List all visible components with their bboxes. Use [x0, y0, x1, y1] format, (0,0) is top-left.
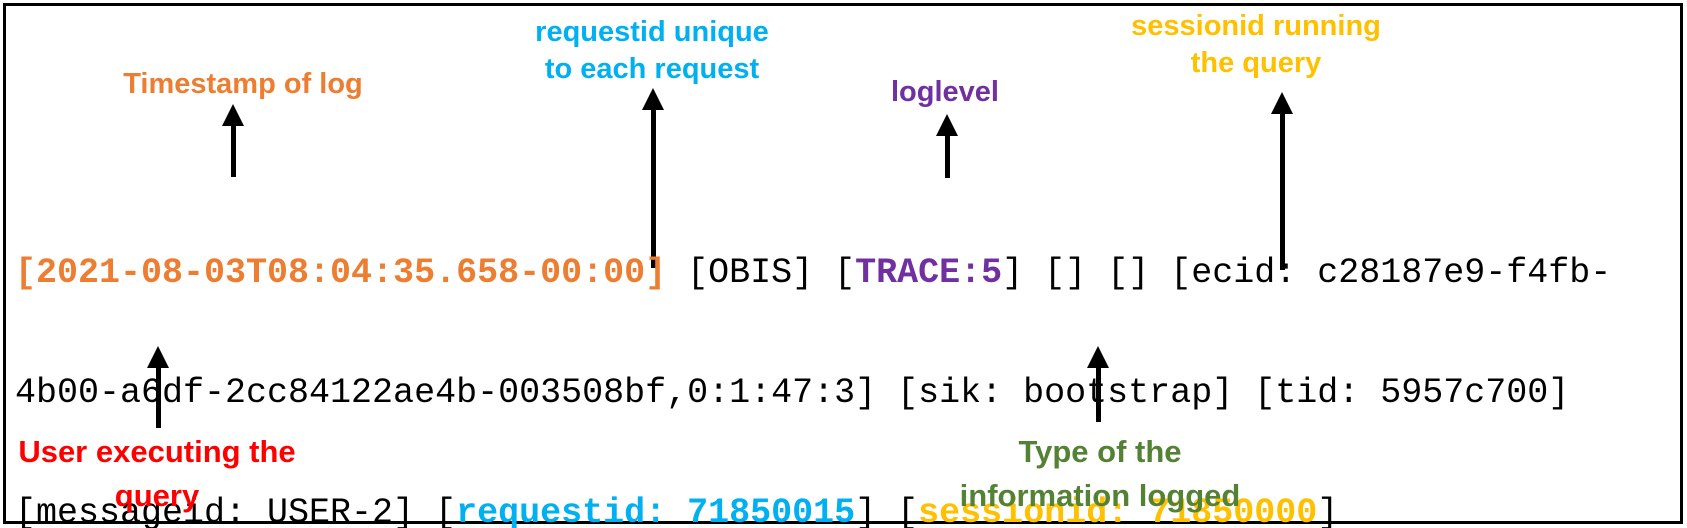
log-segment-ecid-sik-tid: 4b00-a6df-2cc84122ae4b-003508bf,0:1:47:3…	[15, 373, 1570, 413]
requestid-label-line2: to each request	[544, 53, 760, 85]
loglevel-label: loglevel	[891, 76, 999, 108]
arrow-shaft	[944, 132, 950, 178]
username-label: User executing the query	[18, 430, 295, 518]
timestamp-label: Timestamp of log	[123, 68, 363, 100]
requestid-label-line1: requestid unique	[535, 16, 769, 48]
log-segment-bracket: ]	[1317, 493, 1339, 528]
arrow-shaft	[155, 364, 161, 428]
log-segment-timestamp: [2021-08-03T08:04:35.658-00:00]	[15, 253, 667, 293]
requestid-label: requestid unique to each request	[535, 14, 769, 88]
arrow-shaft	[650, 106, 656, 268]
username-label-line2: query	[114, 478, 200, 513]
type-label-line1: Type of the	[1018, 434, 1182, 469]
arrow-head-icon	[642, 88, 664, 110]
sessionid-label-line2: the query	[1190, 47, 1322, 79]
log-segment-separator: ] [	[855, 493, 919, 528]
arrow-shaft	[1095, 364, 1101, 422]
log-segment-component: [OBIS] [	[666, 253, 856, 293]
log-line-2: 4b00-a6df-2cc84122ae4b-003508bf,0:1:47:3…	[15, 373, 1632, 413]
arrow-head-icon	[936, 114, 958, 136]
log-line-1: [2021-08-03T08:04:35.658-00:00] [OBIS] […	[15, 253, 1632, 293]
log-line-3: [messageid: USER-2] [requestid: 71850015…	[15, 493, 1632, 528]
sessionid-label-line1: sessionid running	[1131, 10, 1381, 42]
log-segment-messageid: [messageid: USER-2] [	[15, 493, 457, 528]
arrow-head-icon	[1087, 346, 1109, 368]
arrow-head-icon	[222, 104, 244, 126]
arrow-head-icon	[1271, 92, 1293, 114]
log-segment-loglevel: TRACE:5	[855, 253, 1003, 293]
log-segment-ecid-start: ] [] [] [ecid: c28187e9-f4fb-	[1002, 253, 1612, 293]
arrow-head-icon	[147, 346, 169, 368]
sessionid-label: sessionid running the query	[1131, 8, 1381, 82]
log-text: [2021-08-03T08:04:35.658-00:00] [OBIS] […	[15, 173, 1632, 528]
arrow-shaft	[1279, 110, 1285, 270]
log-segment-requestid: requestid: 71850015	[456, 493, 856, 528]
username-label-line1: User executing the	[18, 434, 296, 469]
arrow-shaft	[230, 122, 236, 177]
type-label-line2: information logged	[959, 478, 1241, 513]
log-segment-sessionid: sessionid: 71850000	[918, 493, 1318, 528]
type-label: Type of the information logged	[960, 430, 1241, 518]
